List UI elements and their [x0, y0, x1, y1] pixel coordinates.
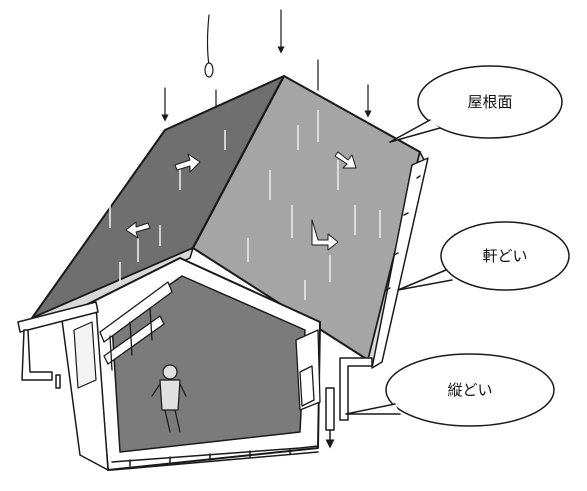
roof-ridge: [192, 75, 285, 249]
flow-arrows-roof: [125, 151, 357, 251]
left-beam: [99, 281, 173, 371]
rain-streaks-roof: [109, 110, 381, 300]
callout-downspout: 縦どい: [345, 353, 555, 427]
person-figure: [151, 364, 187, 433]
callout-eaves-gutter: 軒どい: [397, 221, 570, 291]
label-downspout: 縦どい: [447, 381, 492, 399]
downspout-right: [325, 357, 373, 449]
eaves-gutter-left: [17, 301, 99, 333]
label-eaves-gutter: 軒どい: [482, 247, 527, 265]
callout-roof-surface: 屋根面: [389, 65, 563, 143]
right-inner-wall: [295, 329, 321, 411]
left-window: [73, 321, 97, 389]
eaves-gutter-right: [371, 157, 429, 369]
floor-base: [111, 445, 319, 471]
downspout-left: [21, 329, 61, 389]
label-roof-surface: 屋根面: [467, 93, 512, 111]
rain-drops-sky: [161, 9, 372, 129]
